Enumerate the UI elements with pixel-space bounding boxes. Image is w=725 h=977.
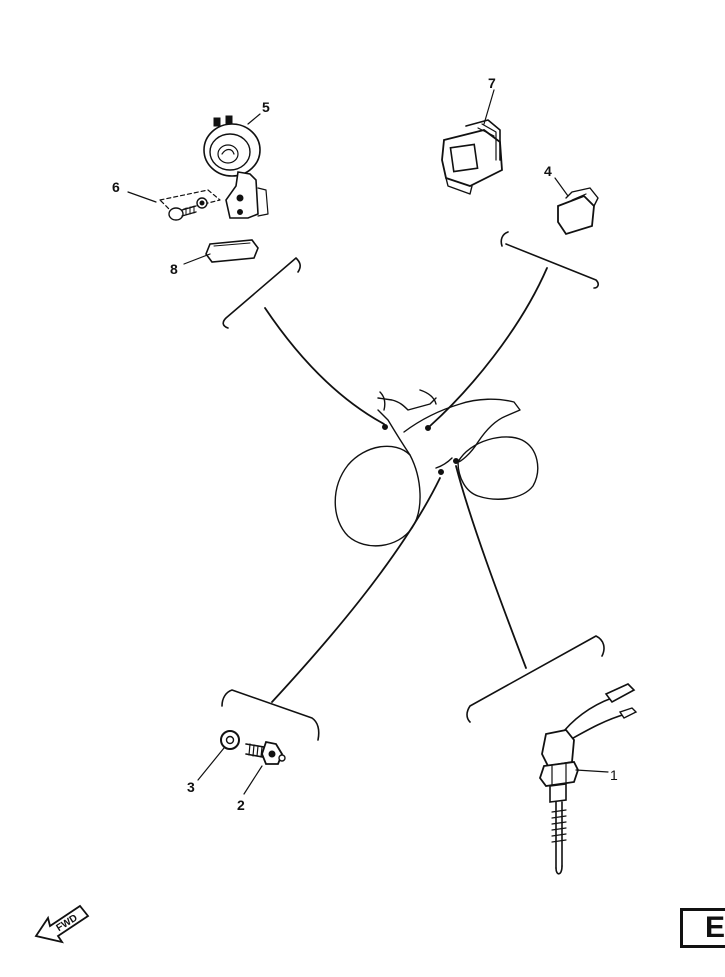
- small-relay-part: [557, 187, 599, 236]
- sensor-switch-part: [538, 683, 638, 875]
- callout-6: 6: [112, 179, 120, 195]
- callout-leaders: [127, 89, 609, 795]
- neutral-switch-part: [245, 740, 286, 765]
- section-badge: E: [680, 908, 725, 948]
- callout-2: 2: [237, 797, 245, 813]
- relay-bracket-part: [441, 119, 503, 195]
- horn-part: [203, 115, 269, 219]
- callout-8: 8: [170, 261, 178, 277]
- callout-5: 5: [262, 99, 270, 115]
- leader-lines: [264, 267, 548, 703]
- forward-direction-arrow: FWD: [34, 904, 90, 944]
- washer-part: [220, 730, 240, 750]
- callout-4: 4: [544, 163, 552, 179]
- callout-3: 3: [187, 779, 195, 795]
- group-brackets: [221, 231, 605, 741]
- motorcycle-silhouette: [334, 389, 539, 547]
- callout-1: 1: [610, 767, 618, 783]
- callout-7: 7: [488, 75, 496, 91]
- bolt-part: [159, 189, 221, 221]
- small-cover-part: [205, 239, 259, 263]
